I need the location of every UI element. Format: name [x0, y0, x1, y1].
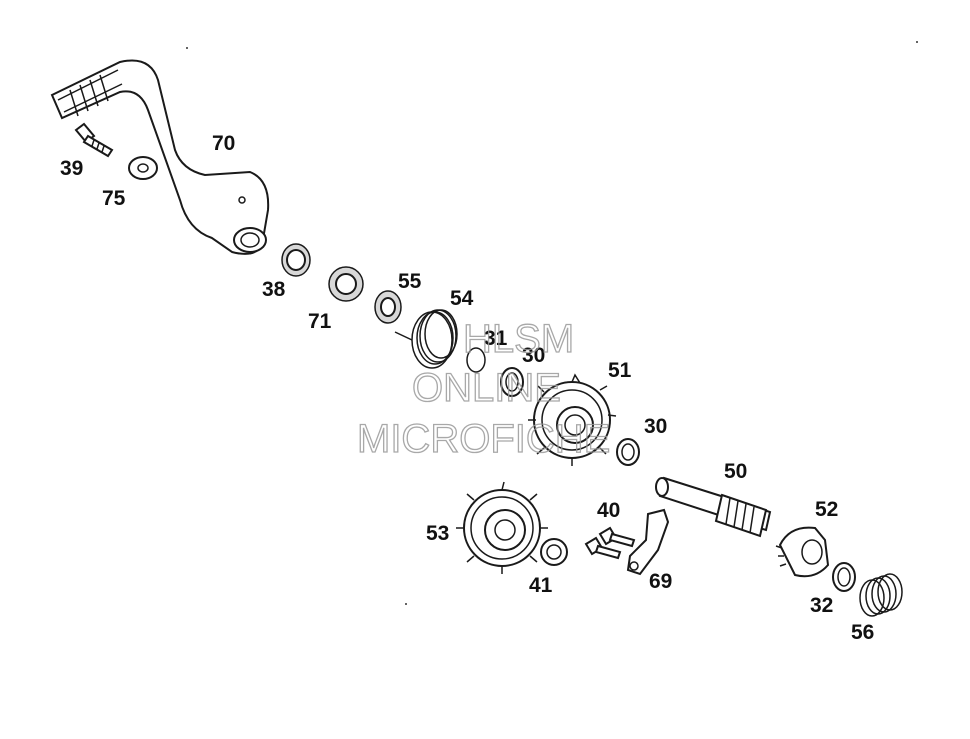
- washer-31: [466, 347, 486, 373]
- callout-30-lower: 30: [644, 415, 667, 438]
- callout-55: 55: [398, 270, 422, 293]
- scan-speck: [405, 603, 407, 605]
- bolt-39: [74, 122, 114, 158]
- callout-54: 54: [450, 287, 474, 310]
- scan-speck: [186, 47, 188, 49]
- washer-32: [832, 562, 856, 592]
- idler-gear-53: [456, 481, 548, 574]
- kick-gear-51: [528, 373, 617, 466]
- callout-53: 53: [426, 522, 449, 545]
- callout-31: 31: [484, 327, 508, 350]
- washer-41: [540, 538, 568, 566]
- watermark-line-3: MICROFICHE: [357, 417, 610, 461]
- ratchet-52: [775, 526, 830, 578]
- spacer-55: [374, 290, 402, 324]
- callout-39: 39: [60, 157, 83, 180]
- kick-spring-54: [394, 309, 458, 369]
- circlip-30-upper: [500, 367, 524, 397]
- scan-speck: [916, 41, 918, 43]
- callout-50: 50: [724, 460, 747, 483]
- watermark-line-1: HLSM: [463, 317, 574, 361]
- lever-plate-69: [626, 508, 670, 576]
- seal-ring-71: [328, 266, 364, 302]
- callout-51: 51: [608, 359, 632, 382]
- callout-41: 41: [529, 574, 553, 597]
- bolts-40: [584, 526, 636, 560]
- callout-30-upper: 30: [522, 344, 545, 367]
- callout-75: 75: [102, 187, 126, 210]
- callout-56: 56: [851, 621, 874, 644]
- callout-70: 70: [212, 132, 235, 155]
- callout-69: 69: [649, 570, 672, 593]
- callout-40: 40: [597, 499, 620, 522]
- callout-32: 32: [810, 594, 833, 617]
- circlip-30-lower: [616, 438, 640, 466]
- callout-52: 52: [815, 498, 838, 521]
- washer-75: [128, 156, 158, 180]
- callout-71: 71: [308, 310, 332, 333]
- kick-shaft-50: [655, 476, 772, 538]
- bushing-38: [281, 243, 311, 277]
- watermark-line-2: ONLINE: [412, 366, 561, 410]
- callout-38: 38: [262, 278, 286, 301]
- ratchet-spring-56: [859, 573, 903, 617]
- kickstarter-lever: [50, 59, 270, 255]
